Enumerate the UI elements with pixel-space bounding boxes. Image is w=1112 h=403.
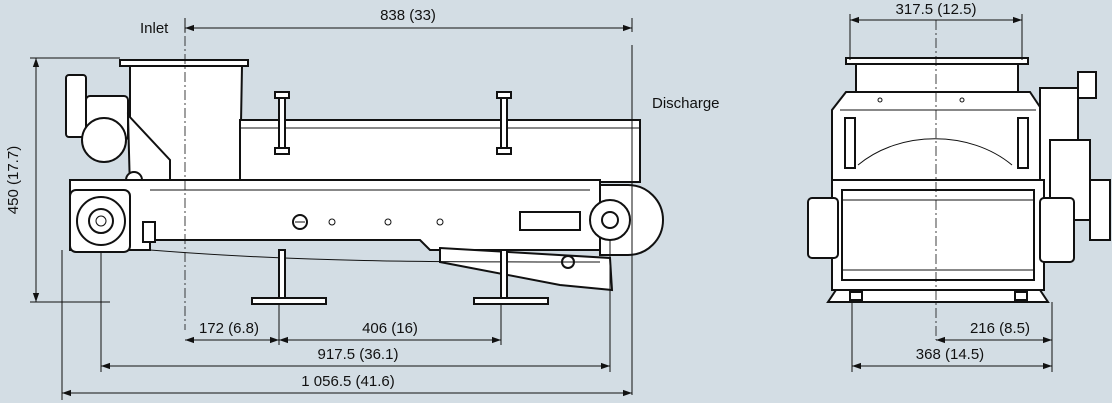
- drive-motor: [65, 74, 171, 191]
- dim-foot-half-width: 216 (8.5): [970, 320, 1030, 337]
- dim-leg-offset: 172 (6.8): [199, 320, 259, 337]
- hanger-brackets: [274, 91, 512, 155]
- main-frame: [69, 179, 601, 251]
- dim-center-length: 917.5 (36.1): [318, 346, 399, 363]
- support-legs: [251, 249, 549, 305]
- side-dimensions: 838 (33) Inlet Discharge 450 (17.7) 172 …: [5, 7, 720, 400]
- dim-overall-length: 1 056.5 (41.6): [301, 373, 394, 390]
- tail-pulley: [69, 189, 131, 253]
- dim-inlet-to-discharge: 838 (33): [380, 7, 436, 24]
- inlet-label: Inlet: [140, 20, 169, 37]
- front-base: [826, 289, 1050, 303]
- dim-inlet-width: 317.5 (12.5): [896, 1, 977, 18]
- dim-foot-width: 368 (14.5): [916, 346, 984, 363]
- discharge-label: Discharge: [652, 95, 720, 112]
- front-view: [807, 20, 1111, 340]
- side-view: [65, 18, 664, 395]
- front-pulley-housing: [807, 179, 1075, 301]
- head-pulley: [439, 184, 664, 292]
- front-inlet: [845, 57, 1029, 95]
- front-dimensions: 317.5 (12.5) 216 (8.5) 368 (14.5): [849, 1, 1053, 372]
- belt-return: [149, 249, 601, 263]
- dim-leg-spacing: 406 (16): [362, 320, 418, 337]
- dim-height: 450 (17.7): [5, 146, 22, 214]
- discharge-trough: [239, 119, 641, 183]
- front-frame: [831, 91, 1043, 181]
